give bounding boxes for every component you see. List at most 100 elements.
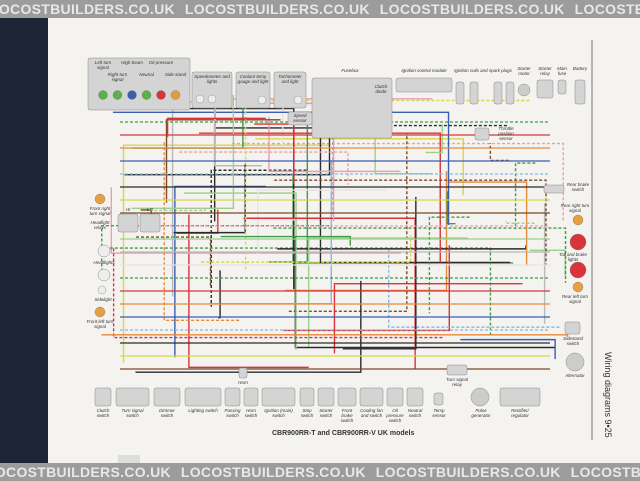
label-hi: HI [123,207,133,212]
label-passing-switch: Passing switch [224,408,241,418]
label-lighting-switch: Lighting switch [184,408,222,413]
label-rear-right-turn: Rear right turn signal [560,203,590,213]
watermark-text: LOCOSTBUILDERS.CO.UK [571,464,640,480]
label-sidelight: Sidelight [90,297,116,302]
page-tab [118,455,140,463]
wire [173,102,225,297]
switch-front-brake [338,388,356,406]
switch-turn-switch [116,388,149,406]
label-neutral: Neutral [133,72,161,77]
tail-light-icon [570,262,586,278]
switch-lighting-switch [185,388,221,406]
starter-relay [537,80,553,98]
label-front-left-turn: Front left turn signal [86,319,114,329]
wire [506,221,535,223]
label-rear-left-turn: Rear left turn signal [560,294,590,304]
page-number: Wiring diagrams 9•25 [602,352,613,438]
label-front-right-turn: Front right turn signal [86,206,114,216]
label-turn-switch: Turn signal switch [115,408,150,418]
watermark-text: LOCOSTBUILDERS.CO.UK [181,464,366,480]
bulb-icon [258,96,266,104]
label-headlights: Headlights [90,260,118,265]
pulse-generator-icon [471,388,489,406]
switch-passing-switch [225,388,240,406]
bulb-icon [208,95,216,103]
wire [448,182,527,266]
turn-signal-icon [95,194,105,204]
label-right-turn: Right turn signal [104,72,132,82]
horn [239,368,247,378]
switch-ignition-switch [262,388,295,406]
label-sidestand-switch: Sidestand switch [558,336,588,346]
switch-stop-switch [300,388,314,406]
alternator-icon [566,353,584,371]
watermark-text: LOCOSTBUILDERS.CO.UK [376,464,561,480]
label-battery: Battery [570,66,590,71]
label-stop-switch: Stop switch [299,408,315,418]
label-headlight-relays: Headlight relays [86,220,114,230]
label-oil-switch: Oil pressure switch [386,408,404,423]
turn-signal-icon [95,307,105,317]
wire [343,197,416,349]
label-temp-sensor: Temp sensor [427,408,451,418]
rear-brake-switch [544,185,564,193]
switch-oil-switch [387,388,403,406]
wire [110,248,491,335]
wire [135,281,360,372]
label-lo: LO [145,207,155,212]
oil-pressure-lamp-icon [157,91,166,100]
sidelight-icon [98,286,106,294]
label-ignition-switch: Ignition (main) switch [261,408,296,418]
sidestand-switch [565,322,580,334]
switch-clutch-switch [95,388,111,406]
wire [243,218,415,369]
battery-icon [575,80,585,104]
switch-horn-switch [244,388,258,406]
diagram-title: CBR900RR-T and CBR900RR-V UK models [272,430,414,437]
wire [184,193,296,350]
neutral-lamp-icon [142,91,151,100]
label-tachometer: Tachometer and light [275,74,305,84]
turn-signal-icon [573,215,583,225]
label-cooling-fan: Cooling fan and switch [359,408,384,418]
watermark-text: LOCOSTBUILDERS.CO.UK [0,464,171,480]
switch-starter-switch [318,388,334,406]
label-left-turn: Left turn signal [89,60,117,70]
ignition-coil [456,82,464,104]
rectifier-regulator [500,388,540,406]
throttle-position-sensor [475,128,489,140]
label-fusebox: Fusebox [330,68,370,73]
turn-signal-icon [573,282,583,292]
switch-cooling-fan [360,388,383,406]
label-rectifier: Rectifier/ regulator [505,408,535,418]
label-alternator: Alternator [560,373,590,378]
components [88,58,586,406]
wire [218,270,220,317]
side-stand-lamp-icon [171,91,180,100]
label-rear-brake: Rear brake switch [566,182,590,192]
label-dimmer-switch: Dimmer switch [153,408,181,418]
label-turn-relay: Turn signal relay [442,377,472,387]
label-horn-switch: Horn switch [243,408,259,418]
label-speed-sensor: Speed sensor [289,113,311,123]
label-main-fuse: Main fuse [555,66,569,76]
high-beam-lamp-icon [128,91,137,100]
label-starter-motor: Starter motor [514,66,534,76]
label-neutral-switch: Neutral switch [406,408,424,418]
wire [277,246,526,249]
label-coolant: Coolant temp gauge and light [237,74,269,84]
switch-dimmer-switch [154,388,180,406]
label-clutch-diode: Clutch diode [372,84,390,94]
bulb-icon [294,96,302,104]
label-speedometer: Speedometer and lights [193,74,231,84]
switch-neutral-switch [407,388,423,406]
wire [232,144,563,222]
ignition-coil [470,82,478,104]
headlight-icon [98,245,110,257]
bulb-icon [196,95,204,103]
label-tail-brake: Tail and brake lights [556,252,590,262]
label-coils: Ignition coils and spark plugs [454,68,512,73]
watermark-bottom: LOCOSTBUILDERS.CO.UK LOCOSTBUILDERS.CO.UK… [0,463,640,481]
ignition-coil [494,82,502,104]
ignition-control-module [396,78,452,92]
